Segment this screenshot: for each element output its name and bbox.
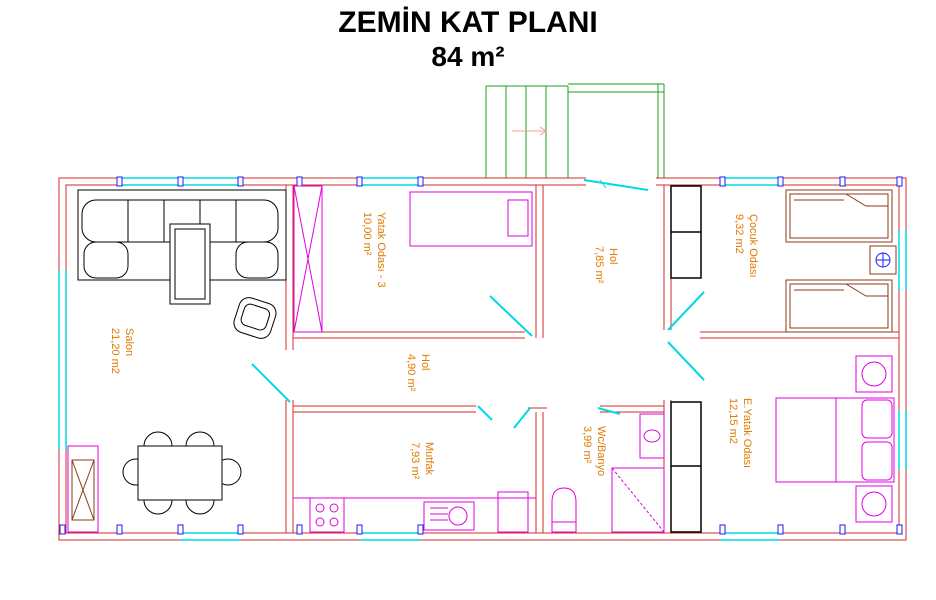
- kitchen-counter: [293, 491, 536, 533]
- bed-yatak3: [409, 191, 533, 247]
- room-area-salon: 21,20 m2: [109, 328, 121, 374]
- room-label-salon: Salon: [123, 328, 135, 356]
- room-area-eyatak: 12,15 m2: [727, 398, 739, 444]
- tv-unit: [67, 445, 99, 533]
- plan-title-block: ZEMİN KAT PLANI 84 m²: [0, 6, 936, 74]
- room-label-hol-top: Hol: [607, 248, 619, 265]
- wardrobe-eyatak: [670, 401, 702, 533]
- room-area-cocuk: 9,32 m2: [733, 214, 745, 254]
- armchair: [233, 297, 277, 339]
- room-label-hol-mid: Hol: [419, 354, 431, 371]
- dining-table: [122, 431, 242, 515]
- doors: [251, 179, 705, 429]
- sofa-set: [77, 189, 287, 281]
- room-area-wc: 3,99 m²: [581, 426, 593, 464]
- windows: [58, 177, 907, 541]
- room-label-cocuk: Çocuk Odası: [747, 214, 759, 278]
- room-label-yatak3: Yatak Odası - 3: [375, 212, 387, 288]
- wardrobe-yatak3: [293, 185, 323, 333]
- room-label-mutfak: Mutfak: [423, 442, 435, 476]
- window-sills: [599, 179, 607, 189]
- coffee-table: [169, 223, 211, 305]
- nightstand-lamp: [869, 245, 897, 275]
- stairs-arrow: [512, 126, 547, 136]
- room-label-eyatak: E.Yatak Odası: [741, 398, 753, 468]
- room-area-yatak3: 10,00 m²: [361, 212, 373, 256]
- double-bed: [775, 397, 895, 483]
- entrance-stairs: [485, 83, 665, 178]
- room-area-hol-top: 7,85 m²: [593, 246, 605, 284]
- wardrobe-cocuk: [670, 185, 702, 279]
- plan-area: 84 m²: [431, 41, 505, 72]
- room-area-hol-mid: 4,90 m²: [405, 354, 417, 392]
- bunk-beds: [785, 189, 893, 333]
- window-marks: [59, 176, 903, 535]
- room-label-wc: Wc/Banyo: [595, 426, 607, 476]
- room-area-mutfak: 7,93 m²: [409, 442, 421, 480]
- nightstands-eyatak: [855, 355, 893, 523]
- plan-title: ZEMİN KAT PLANI: [338, 6, 598, 39]
- bathroom-fixtures: [551, 413, 665, 533]
